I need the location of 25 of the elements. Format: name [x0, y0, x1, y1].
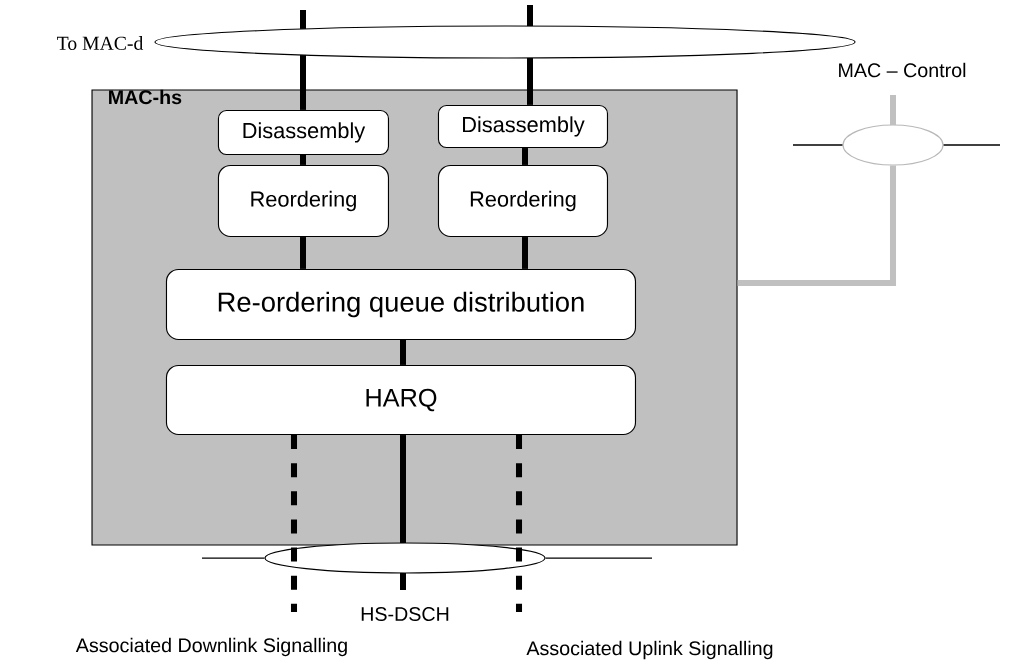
ellipse	[154, 25, 856, 59]
ellipse	[842, 124, 944, 166]
channel-label: HS-DSCH	[361, 607, 449, 621]
connector-line	[521, 148, 529, 165]
connector-line	[526, 57, 534, 105]
signal-label: Associated Uplink Signalling	[526, 640, 773, 660]
process-box: Disassembly	[437, 104, 609, 149]
connector-line	[521, 237, 529, 269]
signal-label: Associated Downlink Signalling	[75, 637, 347, 657]
signal-label: MAC – Control	[839, 62, 966, 78]
connector-line	[299, 55, 307, 110]
process-box: Reordering	[217, 164, 389, 238]
connector-line	[399, 340, 407, 365]
connector-line	[737, 165, 897, 287]
channel-label: To MAC-d	[57, 36, 144, 50]
connector-line	[544, 557, 653, 559]
connector-line	[201, 557, 266, 559]
connector-line	[792, 144, 844, 146]
process-box: HARQ	[165, 364, 637, 436]
connector-line	[299, 237, 307, 269]
connector-line	[942, 144, 1001, 146]
process-box: Reordering	[437, 164, 609, 238]
process-box: Disassembly	[217, 109, 389, 155]
process-box: Re-ordering queue distribution	[165, 268, 637, 340]
ellipse	[264, 542, 546, 574]
